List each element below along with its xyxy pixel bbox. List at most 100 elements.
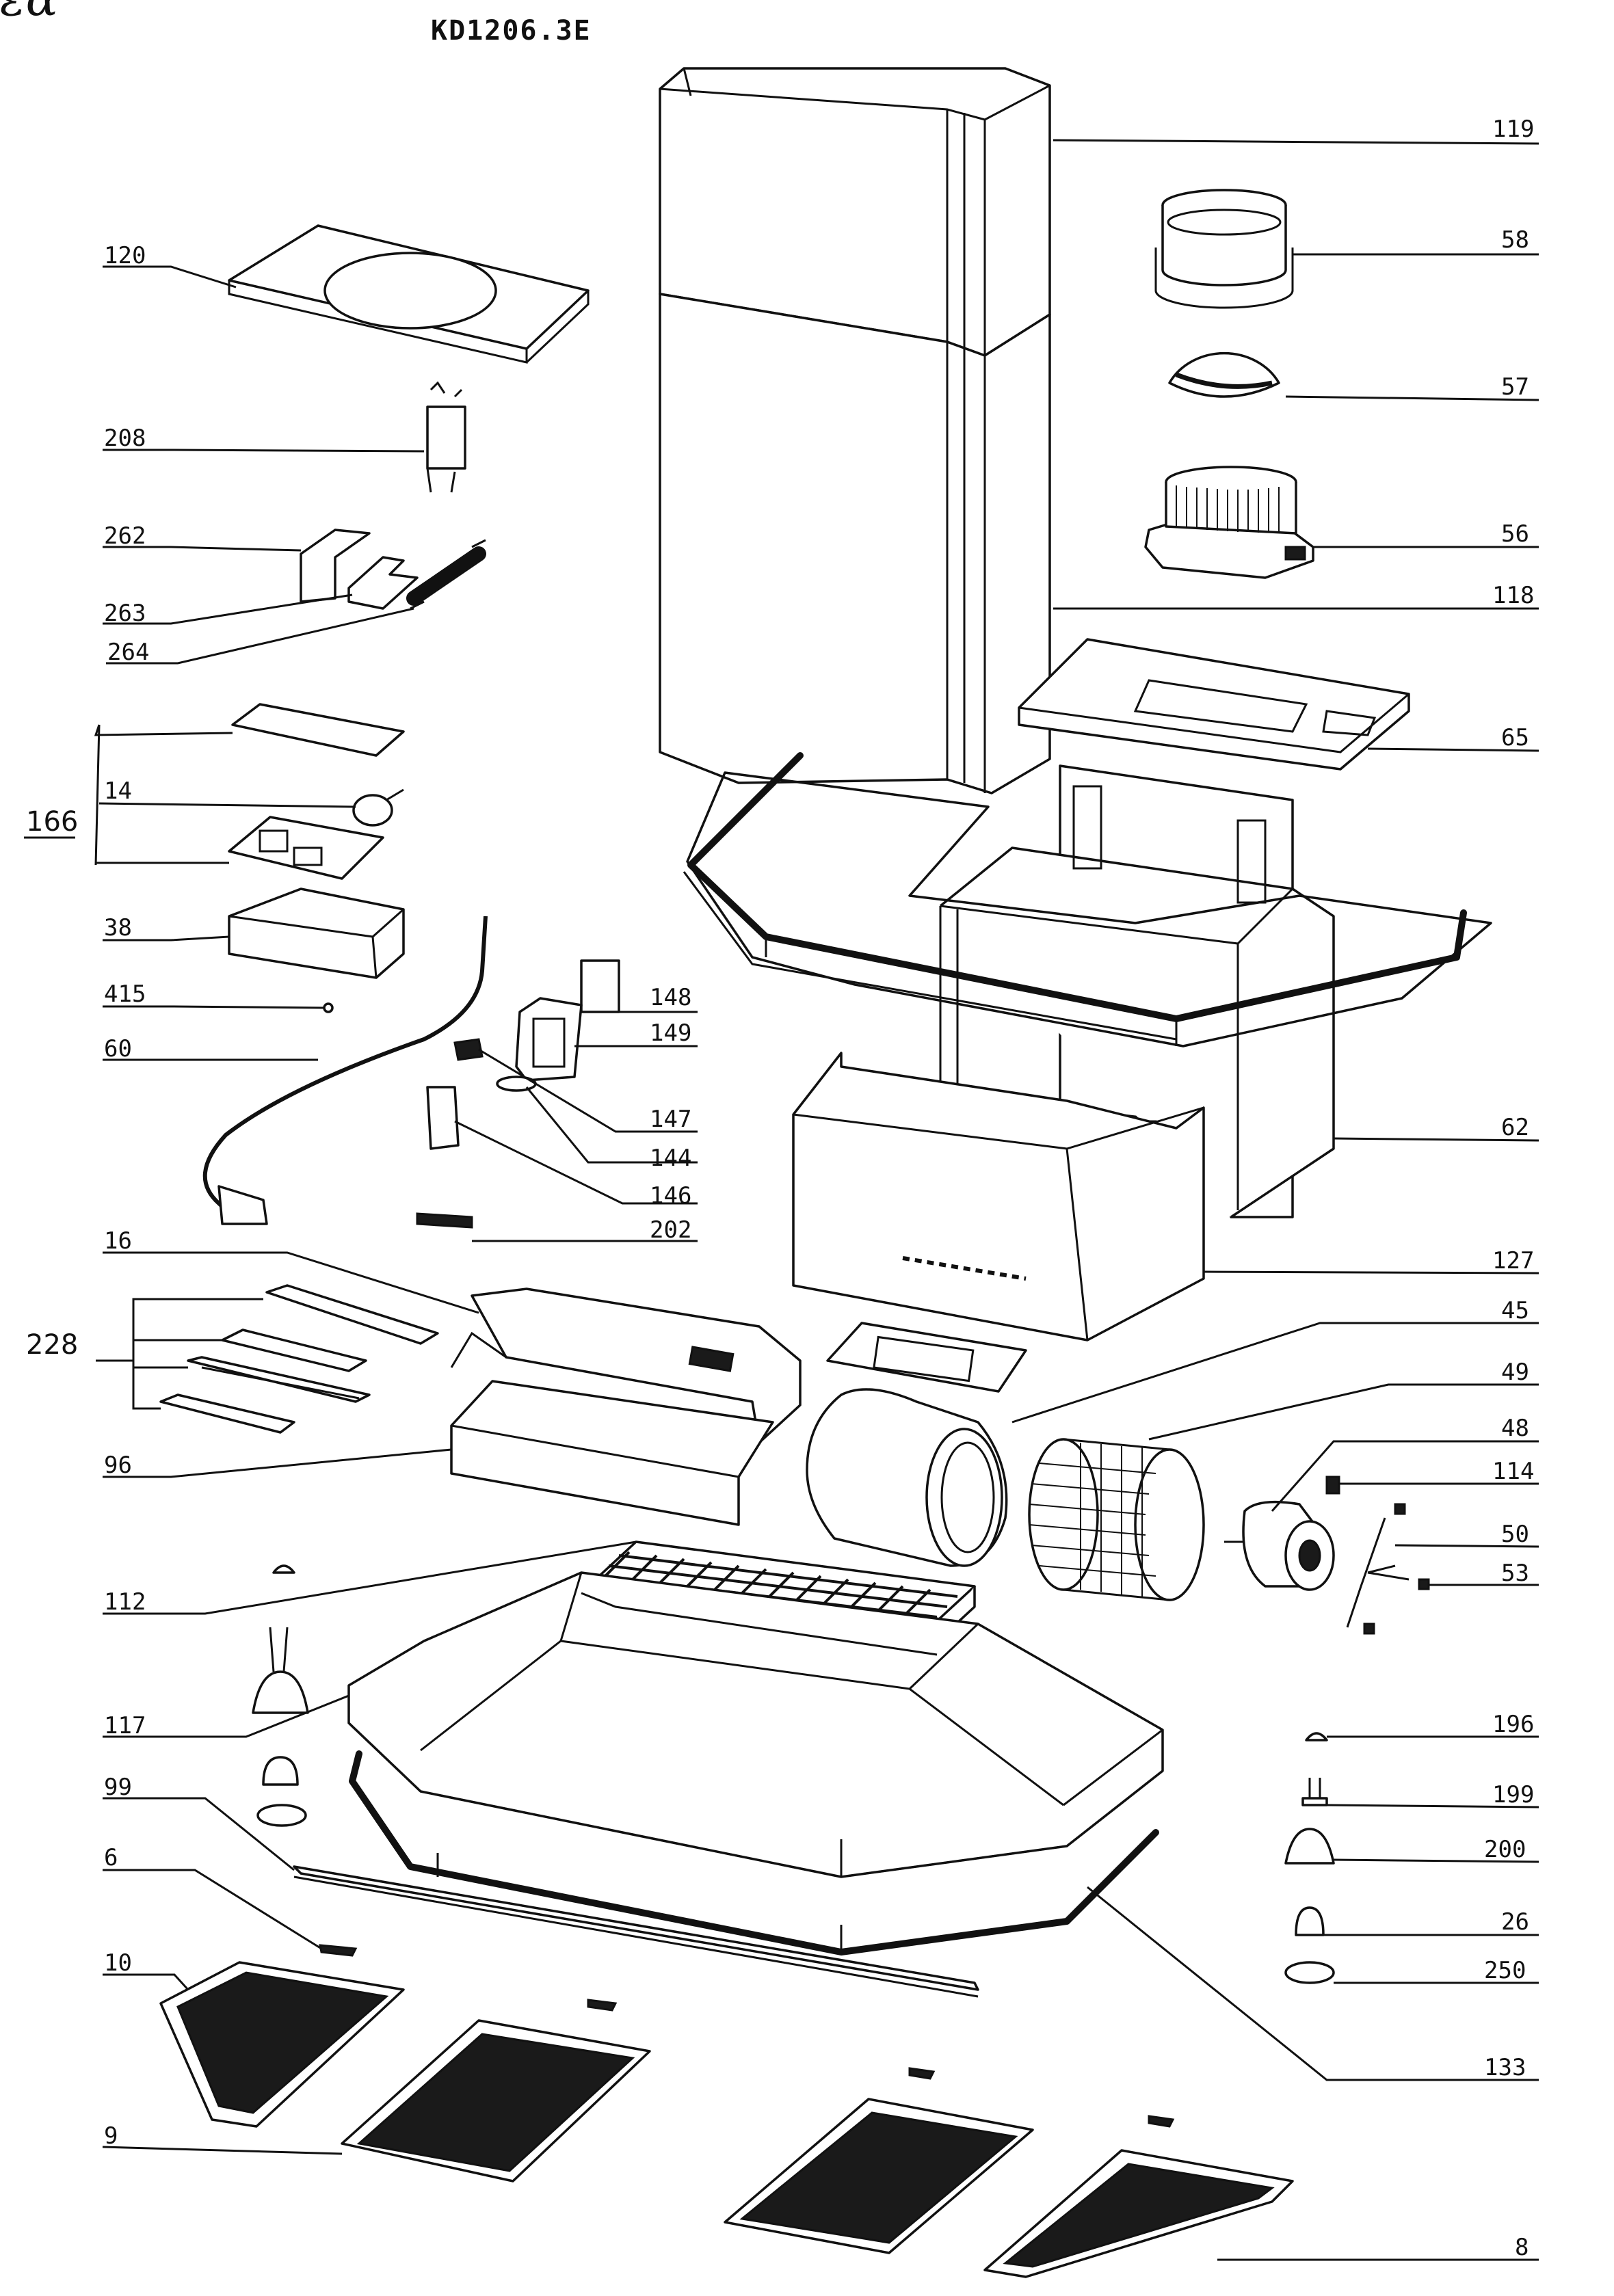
callout-415: 415 — [104, 980, 146, 1008]
power-cord-60 — [202, 916, 488, 1225]
capacitor-264 — [406, 539, 486, 610]
lamp-contact-199 — [1301, 1778, 1328, 1806]
callout-200: 200 — [1484, 1836, 1526, 1863]
grommet-144 — [496, 1076, 537, 1092]
hood-canopy — [347, 1571, 1164, 1878]
bulb-26 — [1295, 1906, 1325, 1936]
chimney-lower — [659, 293, 1051, 795]
blower-housing — [806, 1322, 1027, 1567]
callout-9: 9 — [104, 2122, 118, 2150]
callout-196: 196 — [1492, 1711, 1534, 1738]
tray-96 — [450, 1380, 774, 1526]
clip-center-left — [587, 1999, 618, 2012]
switch-bracket-top — [265, 1284, 439, 1345]
callout-45: 45 — [1501, 1297, 1529, 1324]
model-title: KD1206.3E — [431, 15, 592, 46]
callout-202: 202 — [650, 1216, 691, 1244]
callout-117: 117 — [104, 1712, 146, 1739]
callout-146: 146 — [650, 1182, 691, 1210]
corner-mark: εα — [0, 0, 58, 27]
plate-146 — [426, 1086, 460, 1150]
callout-57: 57 — [1501, 373, 1529, 401]
callout-264: 264 — [107, 639, 149, 666]
callout-133: 133 — [1484, 2054, 1526, 2081]
callout-99: 99 — [104, 1774, 132, 1801]
callout-50: 50 — [1501, 1521, 1529, 1548]
callout-149: 149 — [650, 1019, 691, 1047]
callout-65: 65 — [1501, 724, 1529, 751]
lamp-holder-200 — [1284, 1828, 1335, 1865]
callout-120: 120 — [104, 242, 146, 269]
button-strip — [159, 1393, 295, 1434]
callout-14: 14 — [104, 777, 132, 805]
lamp-clip-196 — [1305, 1732, 1328, 1741]
callout-114: 114 — [1492, 1458, 1534, 1485]
callout-127: 127 — [1492, 1247, 1534, 1274]
panel-148 — [580, 959, 620, 1013]
lamp-clip-left — [272, 1564, 295, 1574]
front-glass-panel — [792, 1052, 1205, 1341]
motor-mount-ring — [1144, 466, 1314, 579]
callout-38: 38 — [104, 914, 132, 942]
control-box-16 — [450, 1287, 802, 1444]
callout-8: 8 — [1515, 2234, 1529, 2261]
callout-147: 147 — [650, 1106, 691, 1133]
callout-118: 118 — [1492, 582, 1534, 609]
callout-49: 49 — [1501, 1359, 1529, 1386]
callout-199: 199 — [1492, 1781, 1534, 1808]
spigot-ring — [1154, 189, 1294, 309]
bracket-262 — [300, 529, 371, 603]
top-cover-plate — [1018, 638, 1410, 771]
bulb-left — [262, 1756, 299, 1786]
glass-support-frame — [683, 752, 1492, 1047]
callout-48: 48 — [1501, 1415, 1529, 1442]
fan-impeller — [1028, 1438, 1205, 1601]
ring-left — [256, 1804, 307, 1827]
callout-16: 16 — [104, 1227, 132, 1255]
bracket-263 — [347, 556, 419, 610]
trim-strip — [293, 1865, 979, 1998]
connector-202 — [416, 1212, 473, 1229]
pcb-box-38 — [228, 887, 405, 979]
capacitor-14 — [352, 788, 404, 827]
callout-56: 56 — [1501, 520, 1529, 548]
lamp-holder-left — [252, 1627, 309, 1714]
switch-plate — [221, 1329, 367, 1372]
terminal-147 — [453, 1038, 484, 1061]
callout-144: 144 — [650, 1145, 691, 1172]
callout-10: 10 — [104, 1949, 132, 1977]
callout-112: 112 — [104, 1588, 146, 1616]
callout-6: 6 — [104, 1844, 118, 1871]
anti-backdraft-dome — [1168, 351, 1280, 398]
motor-bracket — [1346, 1503, 1430, 1635]
washer-415 — [323, 1002, 334, 1013]
callout-119: 119 — [1492, 116, 1534, 143]
carbon-filter-8 — [983, 2149, 1294, 2278]
callout-262: 262 — [104, 522, 146, 550]
clip-center-right — [908, 2067, 936, 2080]
leader-lines — [24, 139, 1539, 2261]
callout-148: 148 — [650, 984, 691, 1011]
callout-53: 53 — [1501, 1560, 1529, 1587]
callout-96: 96 — [104, 1452, 132, 1479]
carbon-filter-9 — [341, 2019, 651, 2182]
clip-right — [1148, 2115, 1175, 2128]
callout-26: 26 — [1501, 1908, 1529, 1936]
transformer-208 — [426, 381, 466, 493]
callout-263: 263 — [104, 600, 146, 627]
pcb-board — [228, 816, 384, 880]
callout-208: 208 — [104, 425, 146, 452]
pcb-cover-166 — [231, 703, 405, 757]
control-panel-strip — [187, 1356, 371, 1403]
callout-62: 62 — [1501, 1114, 1529, 1141]
callout-58: 58 — [1501, 226, 1529, 254]
callout-60: 60 — [104, 1035, 132, 1063]
clip-6 — [319, 1944, 358, 1957]
edge-trim-frame — [349, 1750, 1159, 1955]
carbon-filter-10 — [159, 1961, 405, 2128]
group-label-166: 166 — [26, 806, 78, 838]
terminal-box-149 — [515, 997, 583, 1082]
ring-250 — [1284, 1961, 1335, 1984]
